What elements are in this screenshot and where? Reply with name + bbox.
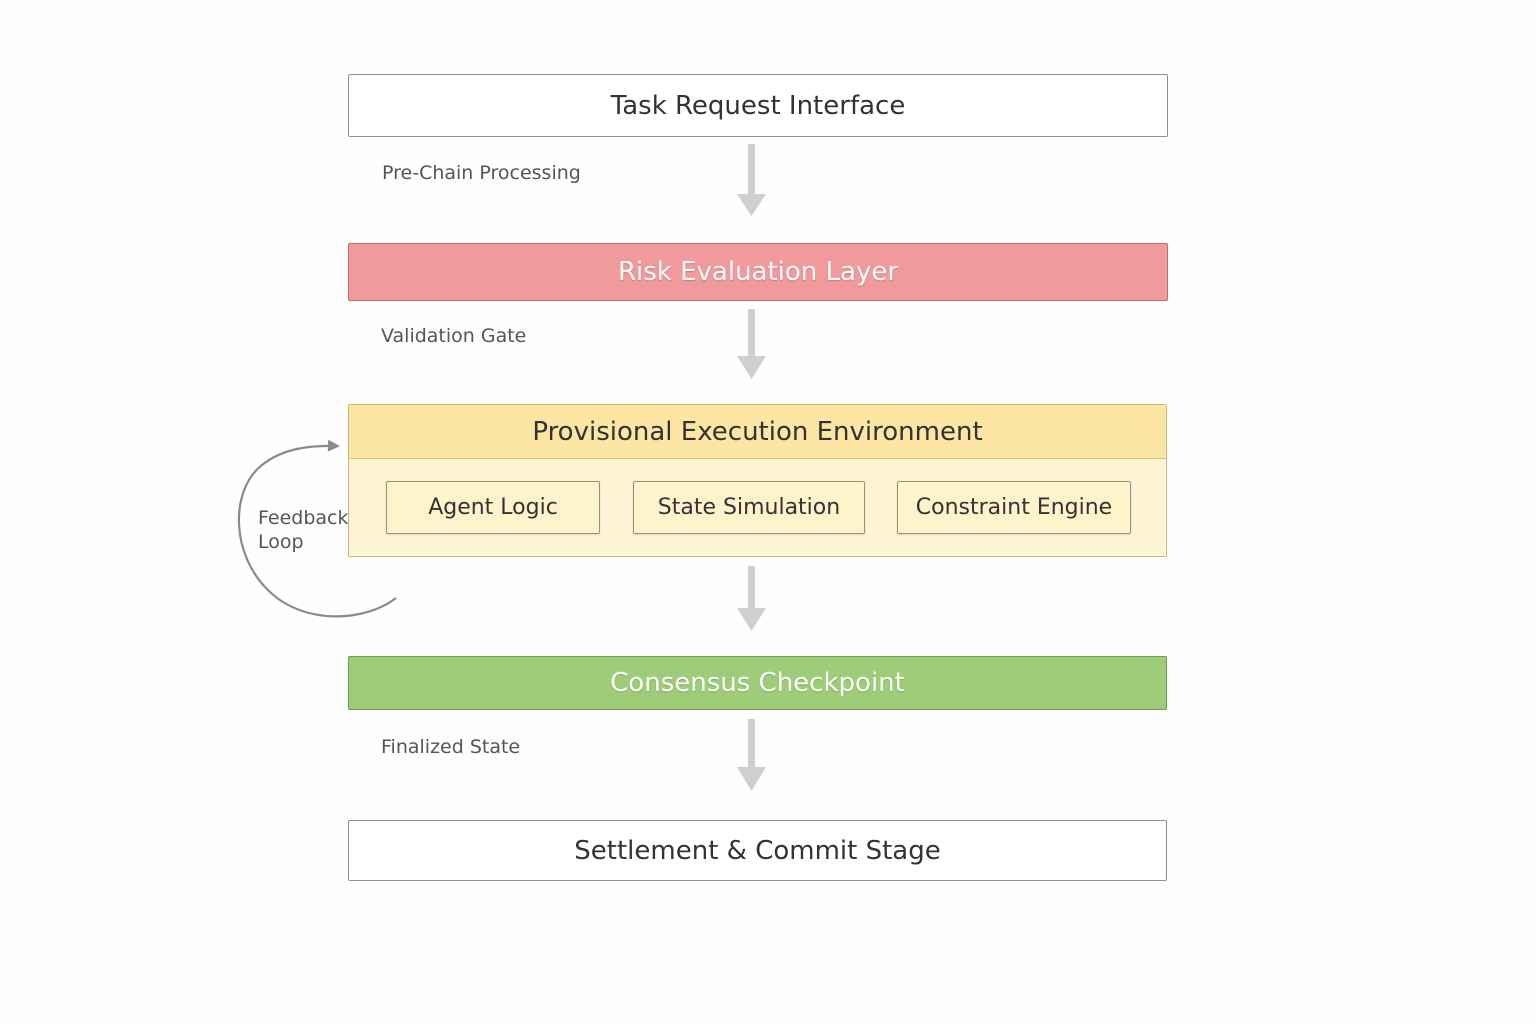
feedback-loop-label: Feedback Loop [258, 506, 358, 554]
task-request-interface-box: Task Request Interface [348, 74, 1168, 137]
consensus-checkpoint-box: Consensus Checkpoint [348, 656, 1167, 710]
constraint-engine-label: Constraint Engine [915, 495, 1113, 520]
agent-logic-box: Agent Logic [386, 481, 600, 534]
state-simulation-box: State Simulation [633, 481, 865, 534]
provisional-execution-environment-header: Provisional Execution Environment [349, 405, 1166, 459]
settlement-commit-stage-box: Settlement & Commit Stage [348, 820, 1167, 881]
finalized-state-label: Finalized State [381, 736, 521, 758]
settlement-commit-stage-label: Settlement & Commit Stage [574, 835, 941, 866]
validation-gate-label: Validation Gate [381, 325, 527, 347]
pre-chain-processing-label: Pre-Chain Processing [382, 162, 581, 184]
flow-arrow-down-icon [737, 719, 766, 791]
constraint-engine-box: Constraint Engine [897, 481, 1131, 534]
risk-evaluation-layer-label: Risk Evaluation Layer [617, 257, 899, 287]
risk-evaluation-layer-box: Risk Evaluation Layer [348, 243, 1168, 301]
state-simulation-label: State Simulation [657, 495, 841, 520]
feedback-loop-label-line2: Loop [258, 531, 304, 553]
task-request-interface-label: Task Request Interface [610, 90, 906, 121]
agent-logic-label: Agent Logic [428, 495, 558, 520]
flow-arrow-down-icon [737, 144, 766, 216]
provisional-execution-environment-box: Provisional Execution Environment Agent … [348, 404, 1167, 557]
consensus-checkpoint-label: Consensus Checkpoint [610, 668, 905, 698]
flow-arrow-down-icon [737, 309, 766, 379]
flow-arrow-down-icon [737, 566, 766, 631]
provisional-execution-environment-label: Provisional Execution Environment [532, 416, 983, 447]
feedback-loop-label-line1: Feedback [258, 507, 349, 529]
